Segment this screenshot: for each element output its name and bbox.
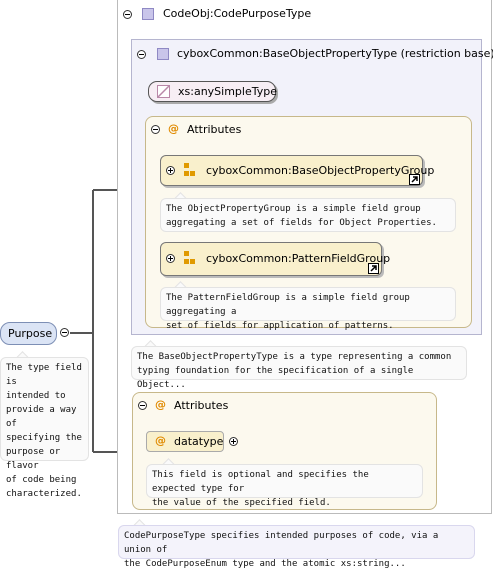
attribute-group-icon bbox=[184, 251, 195, 264]
collapse-code-purpose-type-button[interactable] bbox=[123, 10, 132, 19]
collapse-purpose-button[interactable] bbox=[60, 328, 69, 337]
group-name-label: cyboxCommon:BaseObjectPropertyGroup bbox=[206, 164, 435, 177]
purpose-label: Purpose bbox=[8, 327, 53, 340]
collapse-attributes-button[interactable] bbox=[138, 401, 147, 410]
group-node-base-object-property-group[interactable] bbox=[160, 155, 423, 186]
purpose-documentation: The type field is intended to provide a … bbox=[0, 357, 89, 499]
collapse-attributes-button[interactable] bbox=[151, 125, 160, 134]
attribute-group-icon bbox=[184, 163, 195, 176]
simple-type-label: xs:anySimpleType bbox=[178, 85, 277, 98]
group-name-label: cyboxCommon:PatternFieldGroup bbox=[206, 252, 391, 265]
base-type-documentation: The BaseObjectPropertyType is a type rep… bbox=[131, 346, 467, 390]
simple-type-node[interactable] bbox=[148, 81, 276, 102]
attributes-label: Attributes bbox=[187, 123, 242, 136]
group-documentation: The ObjectPropertyGroup is a simple fiel… bbox=[160, 198, 456, 232]
group-node-pattern-field-group[interactable] bbox=[160, 242, 382, 276]
expand-datatype-button[interactable] bbox=[229, 437, 238, 446]
attribute-at-icon: @ bbox=[155, 398, 166, 411]
tree-connector bbox=[70, 189, 148, 453]
base-type-title: cyboxCommon:BaseObjectPropertyType (rest… bbox=[177, 47, 493, 60]
expand-group-button[interactable] bbox=[166, 166, 175, 175]
datatype-attribute-node[interactable] bbox=[146, 431, 224, 452]
code-purpose-type-title: CodeObj:CodePurposeType bbox=[163, 7, 312, 20]
expand-group-button[interactable] bbox=[166, 254, 175, 263]
collapse-base-type-button[interactable] bbox=[137, 50, 146, 59]
datatype-label: datatype bbox=[174, 435, 224, 448]
complex-type-icon bbox=[157, 48, 169, 60]
group-documentation: The PatternFieldGroup is a simple field … bbox=[160, 287, 456, 331]
attribute-at-icon: @ bbox=[155, 434, 166, 447]
datatype-documentation: This field is optional and specifies the… bbox=[146, 464, 423, 508]
simple-type-icon bbox=[157, 85, 170, 98]
complex-type-icon bbox=[142, 8, 154, 20]
code-purpose-type-documentation: CodePurposeType specifies intended purpo… bbox=[118, 525, 475, 569]
purpose-element-node[interactable] bbox=[0, 322, 57, 345]
group-link-icon[interactable] bbox=[368, 263, 379, 274]
group-link-icon[interactable] bbox=[409, 174, 420, 185]
attribute-at-icon: @ bbox=[168, 122, 179, 135]
attributes-label: Attributes bbox=[174, 399, 229, 412]
